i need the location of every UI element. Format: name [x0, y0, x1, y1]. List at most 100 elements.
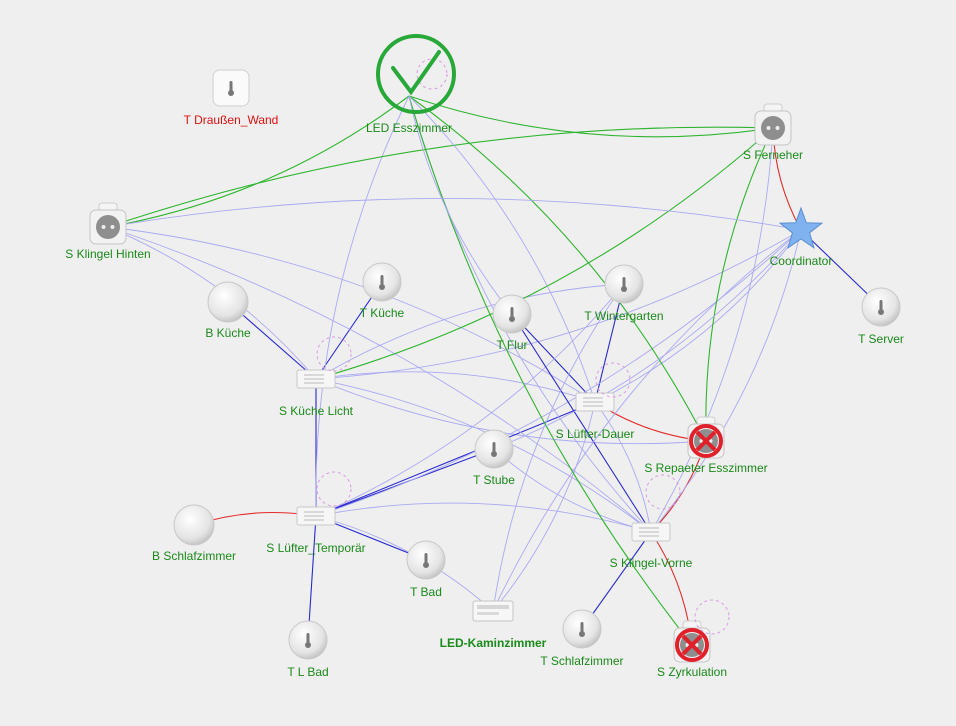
- node-label: B Küche: [205, 326, 251, 340]
- thermo-round-icon: [406, 540, 446, 580]
- node-label: T Stube: [473, 473, 515, 487]
- module-icon: [296, 506, 336, 526]
- link-ferneher-s_repeat: [705, 127, 774, 442]
- plug-icon: [89, 202, 127, 245]
- node-label: LED-Kaminzimmer: [440, 636, 547, 650]
- link-s_temp-s_klingel_v: [315, 502, 652, 533]
- node-s_kueche[interactable]: S Küche Licht: [279, 369, 354, 418]
- link-s_klingel_v-klingel_h: [107, 226, 652, 533]
- link-led_ess-s_repeat: [408, 95, 707, 442]
- node-label: T Küche: [360, 306, 405, 320]
- link-led_kamin-t_winter: [492, 283, 625, 612]
- module-icon: [631, 522, 671, 542]
- link-led_ess-s_zyrk: [408, 95, 693, 646]
- thermo-round-icon: [562, 609, 602, 649]
- module-icon: [575, 392, 615, 412]
- route-indicator-ring: [694, 599, 730, 635]
- thermo-round-icon: [861, 287, 901, 327]
- route-indicator-ring: [595, 362, 631, 398]
- route-indicator-ring: [645, 474, 681, 510]
- link-s_kueche-s_repeat: [315, 378, 707, 445]
- node-label: T Wintergarten: [584, 309, 663, 323]
- node-t_server[interactable]: T Server: [858, 287, 904, 346]
- link-led_ess-t_flur: [408, 95, 513, 315]
- node-label: S Lüfter-Dauer: [556, 427, 635, 441]
- link-ferneher-klingel_h: [107, 126, 774, 228]
- node-s_klingel_v[interactable]: S Klingel-Vorne: [610, 522, 693, 570]
- error-icon: [689, 424, 723, 458]
- node-label: T Bad: [410, 585, 442, 599]
- node-b_kueche[interactable]: B Küche: [205, 281, 251, 340]
- star-icon: [778, 206, 824, 249]
- thermo-round-icon: [362, 262, 402, 302]
- node-t_winter[interactable]: T Wintergarten: [584, 264, 664, 323]
- node-b_schlaf[interactable]: B Schlafzimmer: [152, 504, 236, 563]
- thermo-round-icon: [288, 620, 328, 660]
- node-label: S Lüfter_Temporär: [266, 541, 365, 555]
- node-t_schlaf[interactable]: T Schlafzimmer: [540, 609, 624, 668]
- node-t_flur[interactable]: T Flur: [492, 294, 532, 352]
- node-s_zyrk[interactable]: S Zyrkulation: [657, 620, 727, 679]
- node-s_repeat[interactable]: S Repaeter Esszimmer: [644, 416, 768, 475]
- node-label: S Zyrkulation: [657, 665, 727, 679]
- node-label: LED Esszimmer: [366, 121, 452, 135]
- link-ferneher-s_kueche: [315, 127, 774, 380]
- node-label: B Schlafzimmer: [152, 549, 236, 563]
- node-label: T Schlafzimmer: [540, 654, 623, 668]
- node-t_bad[interactable]: T Bad: [406, 540, 446, 599]
- link-s_klingel_v-t_stube: [493, 448, 652, 533]
- node-draussen[interactable]: T Draußen_Wand: [184, 69, 279, 127]
- thermo-round-icon: [604, 264, 644, 304]
- link-s_klingel_v-coord: [650, 229, 802, 533]
- link-s_temp-t_winter: [315, 283, 625, 517]
- node-label: S Klingel-Vorne: [610, 556, 693, 570]
- route-indicator-ring: [316, 471, 352, 507]
- link-led_ess-ferneher: [408, 95, 774, 138]
- link-s_dauer-s_temp: [315, 401, 596, 517]
- link-s_dauer-led_kamin: [492, 401, 596, 612]
- node-label: S Klingel Hinten: [65, 247, 150, 261]
- link-s_dauer-klingel_h: [107, 226, 596, 403]
- node-label: T Flur: [496, 338, 527, 352]
- node-t_kueche[interactable]: T Küche: [360, 262, 405, 320]
- plug-icon: [754, 103, 792, 146]
- error-icon: [675, 628, 709, 662]
- link-led_ess-s_dauer: [408, 95, 596, 403]
- link-led_kamin-s_temp: [315, 515, 494, 612]
- node-label: S Küche Licht: [279, 404, 354, 418]
- module-icon: [296, 369, 336, 389]
- thermo-round-icon: [474, 429, 514, 469]
- node-ferneher[interactable]: S Ferneher: [743, 103, 803, 162]
- node-label: S Repaeter Esszimmer: [644, 461, 767, 475]
- node-s_temp[interactable]: S Lüfter_Temporär: [266, 506, 366, 555]
- check-icon: [376, 34, 456, 114]
- node-t_stube[interactable]: T Stube: [473, 429, 515, 487]
- button-round-icon: [173, 504, 215, 546]
- node-s_dauer[interactable]: S Lüfter-Dauer: [556, 392, 635, 441]
- route-indicator-ring: [316, 336, 352, 372]
- link-s_dauer-coord: [594, 229, 802, 403]
- link-klingel_h-coord: [107, 198, 802, 231]
- node-label: T L Bad: [287, 665, 328, 679]
- link-t_stube-coord: [493, 229, 802, 450]
- thermo-square-icon: [212, 69, 250, 107]
- link-s_temp-led_ess: [315, 95, 410, 517]
- node-coord[interactable]: Coordinator: [770, 206, 833, 268]
- link-s_kueche-t_winter: [315, 283, 625, 380]
- node-label: S Ferneher: [743, 148, 803, 162]
- node-led_kamin[interactable]: LED-Kaminzimmer: [440, 600, 547, 650]
- button-round-icon: [207, 281, 249, 323]
- link-s_temp-coord: [315, 229, 802, 517]
- node-label: Coordinator: [770, 254, 833, 268]
- node-led_ess[interactable]: LED Esszimmer: [366, 34, 456, 135]
- thermo-round-icon: [492, 294, 532, 334]
- link-led_kamin-coord: [492, 229, 802, 612]
- node-klingel_h[interactable]: S Klingel Hinten: [65, 202, 151, 261]
- link-s_klingel_v-t_flur: [511, 313, 652, 533]
- node-label: T Server: [858, 332, 904, 346]
- link-led_ess-klingel_h: [107, 95, 410, 228]
- node-label: T Draußen_Wand: [184, 113, 279, 127]
- node-t_lbad[interactable]: T L Bad: [287, 620, 329, 679]
